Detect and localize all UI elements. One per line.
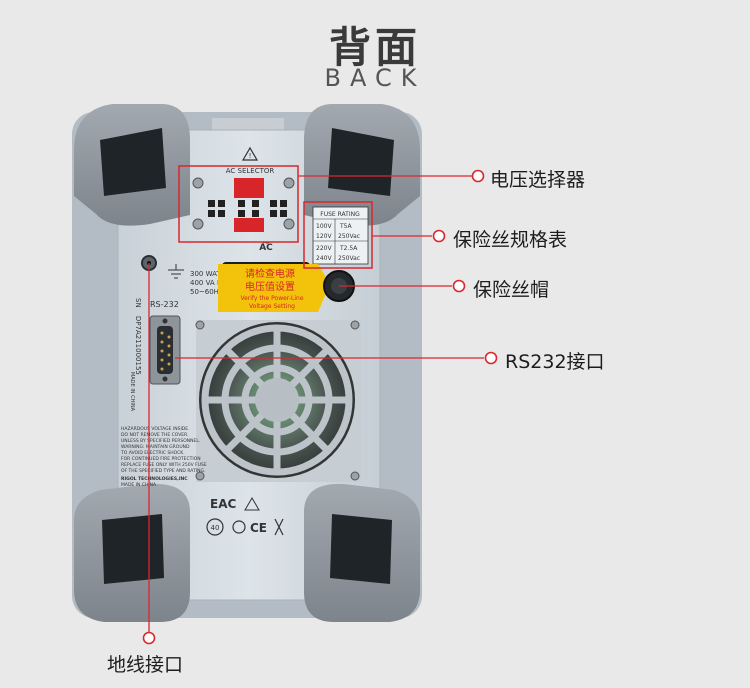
serial-prefix: SN <box>134 298 142 308</box>
fuse-row-1-rating: T5A <box>339 223 352 230</box>
hazard-line-7: REPLACE FUSE ONLY WITH 250V FUSE <box>121 462 207 468</box>
power-spec: 300 WATTS 400 VA MAX 50~60Hz <box>190 270 233 296</box>
ce-mark: CE <box>250 521 267 535</box>
svg-text:!: ! <box>249 152 252 160</box>
title-chinese: 背面 <box>328 23 421 72</box>
ac-selector: ! AC SELECTOR ~ AC <box>192 146 295 253</box>
forty-mark: 40 <box>211 524 220 532</box>
callout-fuse-cap: 保险丝帽 <box>473 279 550 301</box>
ac-selector-highlight <box>178 165 299 243</box>
ac-label: AC <box>259 243 273 253</box>
hazard-line-2: DO NOT REMOVE THE COVER. <box>121 432 189 438</box>
power-spec-line-1: 300 WATTS <box>190 270 230 278</box>
ac-selector-label: AC SELECTOR <box>226 167 275 175</box>
warning-label: 请检查电源 电压值设置 Verify the Power-Line Voltag… <box>218 264 330 312</box>
hazard-line-3: UNLESS BY SPECIFIED PERSONNEL. <box>121 438 200 444</box>
fuse-rating-table: FUSE RATING 100V T5A 120V 250Vac 220V T2… <box>312 206 369 265</box>
callout-fuse-rating-table: 保险丝规格表 <box>453 229 568 251</box>
fuse-rating-title: FUSE RATING <box>320 211 360 218</box>
warning-cn-1: 请检查电源 <box>245 267 295 280</box>
marker-voltage-selector <box>471 169 485 183</box>
marker-ground <box>142 631 156 645</box>
fuse-row-2-voltage: 120V <box>316 233 332 240</box>
marker-fuse-table <box>432 229 446 243</box>
hazard-line-4: WARNING: MAINTAIN GROUND <box>121 444 190 450</box>
bumper-bottom-left <box>74 483 190 622</box>
hazard-line-8: OF THE SPECIFIED TYPE AND RATING. <box>121 468 205 474</box>
hazard-line-6: FOR CONTINUED FIRE PROTECTION <box>121 456 201 462</box>
company-name: RIGOL TECHNOLOGIES,INC <box>121 476 188 482</box>
warning-en-1: Verify the Power-Line <box>240 295 303 302</box>
marker-fuse-cap <box>452 279 466 293</box>
serial-number: DP7A211000155 <box>134 316 142 375</box>
rs232-connector <box>149 315 181 385</box>
title-english: BACK <box>324 64 426 92</box>
fuse-table-highlight <box>303 201 373 269</box>
bumper-top-left <box>74 104 190 226</box>
fuse-row-4-voltage: 240V <box>316 255 332 262</box>
cooling-fan <box>195 320 361 482</box>
callout-voltage-selector: 电压选择器 <box>490 169 586 191</box>
marker-rs232 <box>484 351 498 365</box>
bumper-top-right <box>304 104 420 226</box>
fuse-row-3-rating: T2.5A <box>339 245 358 252</box>
rs232-label: RS-232 <box>150 300 179 309</box>
bumper-bottom-right <box>304 483 420 622</box>
power-spec-line-2: 400 VA MAX <box>190 279 233 287</box>
serial-label: SN DP7A211000155 <box>134 298 142 375</box>
hazard-text: HAZARDOUS VOLTAGE INSIDE. DO NOT REMOVE … <box>120 426 207 488</box>
warning-en-2: Voltage Setting <box>249 303 295 310</box>
power-spec-line-3: 50~60Hz <box>190 288 223 296</box>
svg-text:~: ~ <box>262 238 270 249</box>
warning-cn-2: 电压值设置 <box>245 280 295 293</box>
fuse-row-1-voltage: 100V <box>316 223 332 230</box>
compliance-marks: EAC 40 CE <box>206 497 284 536</box>
eac-mark: EAC <box>210 497 236 511</box>
fuse-row-3-voltage: 220V <box>316 245 332 252</box>
fuse-row-2-rating: 250Vac <box>338 233 360 240</box>
callout-ground-port: 地线接口 <box>107 654 184 676</box>
made-in-china: MADE IN CHINA <box>121 482 157 488</box>
callout-rs232-port: RS232接口 <box>505 351 605 373</box>
made-in-china-vertical: MADE IN CHINA <box>129 372 135 412</box>
hazard-line-5: TO AVOID ELECTRIC SHOCK. <box>120 450 185 456</box>
fuse-row-4-rating: 250Vac <box>338 255 360 262</box>
hazard-line-1: HAZARDOUS VOLTAGE INSIDE. <box>121 426 190 432</box>
